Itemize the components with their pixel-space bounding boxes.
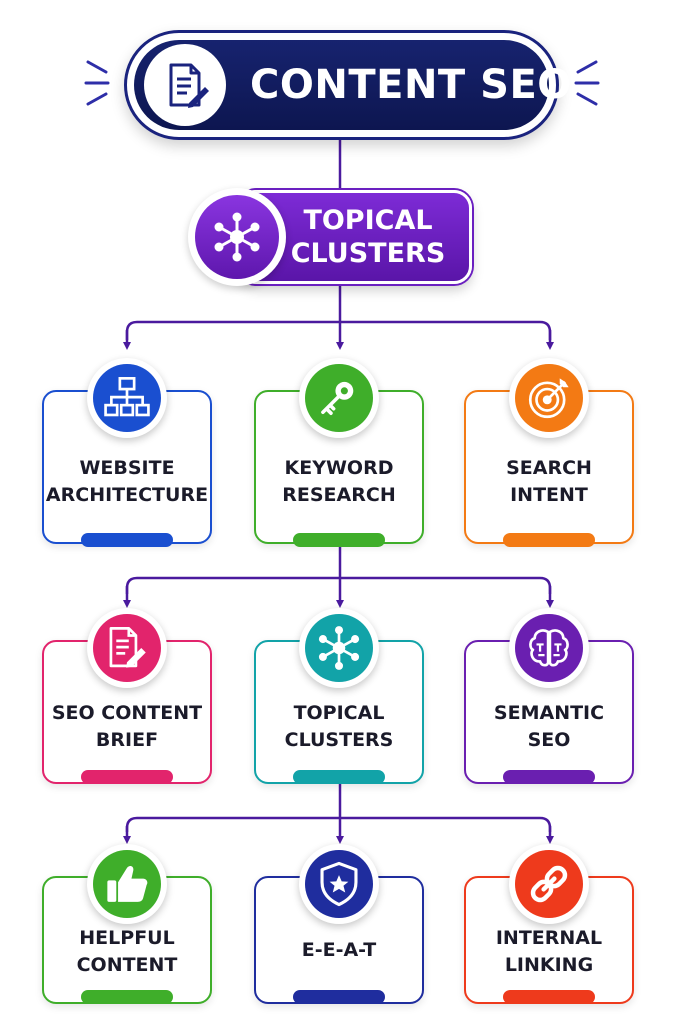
card-accent-bar xyxy=(81,533,173,547)
connector-row1-bus xyxy=(125,320,552,340)
hub-label-line2: CLUSTERS xyxy=(290,238,446,269)
card-label: TOPICAL CLUSTERS xyxy=(254,700,424,754)
card-label: E-E-A-T xyxy=(254,937,424,964)
link-icon xyxy=(509,844,589,924)
document-edit-icon xyxy=(144,44,226,126)
card-label-line2: LINKING xyxy=(504,954,594,976)
card-accent-bar xyxy=(503,533,595,547)
card-accent-bar xyxy=(503,770,595,784)
card-label-line2: CLUSTERS xyxy=(284,729,394,751)
hub-topical-clusters: TOPICAL CLUSTERS xyxy=(238,190,472,284)
connector-row3-bus xyxy=(125,816,552,832)
hub-label-line1: TOPICAL xyxy=(303,205,433,236)
key-icon xyxy=(299,358,379,438)
sparkle-right-icon xyxy=(574,60,600,106)
card-label-line2: INTENT xyxy=(510,484,588,506)
card-accent-bar xyxy=(503,990,595,1004)
card-label-line1: SEMANTIC xyxy=(493,702,605,724)
title-pill: CONTENT SEO xyxy=(124,30,571,140)
card-label-line1: TOPICAL xyxy=(293,702,385,724)
card-label: SEO CONTENT BRIEF xyxy=(42,700,212,754)
card-label-line1: HELPFUL xyxy=(79,927,175,949)
card-label: INTERNAL LINKING xyxy=(464,925,634,979)
thumbs-up-icon xyxy=(87,844,167,924)
card-label-line2: ARCHITECTURE xyxy=(45,484,209,506)
card-accent-bar xyxy=(81,770,173,784)
network-node-icon xyxy=(188,188,286,286)
card-label-line1: WEBSITE xyxy=(79,457,175,479)
sparkle-left-icon xyxy=(84,60,110,106)
card-label-line2: RESEARCH xyxy=(282,484,396,506)
card-label-line2: SEO xyxy=(527,729,571,751)
sitemap-icon xyxy=(87,358,167,438)
card-label-line1: KEYWORD xyxy=(284,457,394,479)
card-label: SEARCH INTENT xyxy=(464,455,634,509)
page-title: CONTENT SEO xyxy=(250,62,572,108)
shield-star-icon xyxy=(299,844,379,924)
card-label: SEMANTIC SEO xyxy=(464,700,634,754)
card-accent-bar xyxy=(293,990,385,1004)
card-label-line1: E-E-A-T xyxy=(301,939,377,961)
card-label: HELPFUL CONTENT xyxy=(42,925,212,979)
network-node-icon xyxy=(299,608,379,688)
topic-card-seo-content-brief xyxy=(42,640,212,784)
card-label-line1: SEO CONTENT xyxy=(51,702,203,724)
card-label-line2: BRIEF xyxy=(95,729,159,751)
connector-row2-bus xyxy=(125,576,552,594)
card-accent-bar xyxy=(293,533,385,547)
card-label: KEYWORD RESEARCH xyxy=(254,455,424,509)
card-accent-bar xyxy=(81,990,173,1004)
card-label-line2: CONTENT xyxy=(76,954,178,976)
target-icon xyxy=(509,358,589,438)
card-label-line1: SEARCH xyxy=(506,457,592,479)
card-label: WEBSITE ARCHITECTURE xyxy=(42,455,212,509)
brain-icon xyxy=(509,608,589,688)
card-label-line1: INTERNAL xyxy=(495,927,603,949)
document-edit-icon xyxy=(87,608,167,688)
card-accent-bar xyxy=(293,770,385,784)
